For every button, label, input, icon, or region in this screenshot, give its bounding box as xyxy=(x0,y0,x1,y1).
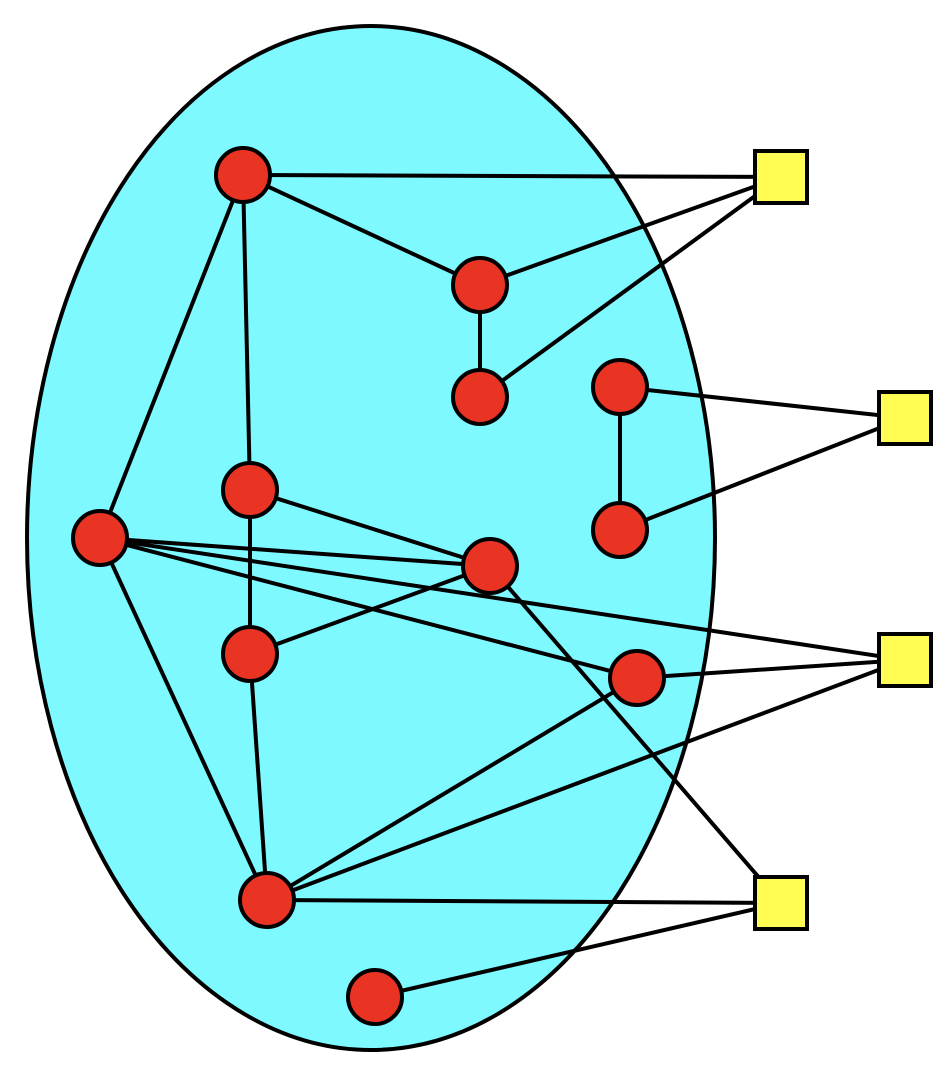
edge-c4-s2 xyxy=(618,385,907,420)
edge-c8-c11 xyxy=(248,652,269,902)
circle-node-c10 xyxy=(608,649,666,707)
circle-node-c7 xyxy=(461,537,519,595)
square-node-s1 xyxy=(753,149,809,205)
edge-c5-s2 xyxy=(618,416,907,532)
edge-c10-c11 xyxy=(265,676,639,902)
nodes-layer xyxy=(71,146,933,1026)
square-node-s4 xyxy=(753,875,809,931)
edge-c10-s3 xyxy=(635,658,907,680)
circle-node-c8 xyxy=(221,625,279,683)
circle-node-c9 xyxy=(71,509,129,567)
edge-c3-s1 xyxy=(478,175,783,399)
edge-c6-c7 xyxy=(248,488,492,568)
circle-node-c11 xyxy=(238,871,296,929)
edge-c1-c6 xyxy=(241,173,252,492)
circle-node-c3 xyxy=(451,368,509,426)
edge-c9-c11 xyxy=(98,536,269,902)
circle-node-c4 xyxy=(591,358,649,416)
circle-node-c2 xyxy=(451,256,509,314)
edge-c1-c2 xyxy=(241,173,482,287)
edge-c11-s4 xyxy=(265,898,783,905)
circle-node-c5 xyxy=(591,501,649,559)
edge-c9-c10 xyxy=(98,536,639,680)
edge-c7-c9 xyxy=(98,536,492,568)
edge-c11-s3 xyxy=(265,658,907,902)
circle-node-c1 xyxy=(214,146,272,204)
edge-c1-c9 xyxy=(98,173,245,540)
square-node-s2 xyxy=(877,390,933,446)
edge-c1-s1 xyxy=(241,173,783,179)
circle-node-c12 xyxy=(346,968,404,1026)
circle-node-c6 xyxy=(221,461,279,519)
edge-c12-s4 xyxy=(373,901,783,999)
square-node-s3 xyxy=(877,632,933,688)
edge-c2-s1 xyxy=(478,175,783,287)
edge-c9-s3 xyxy=(98,536,907,662)
edge-c7-s4 xyxy=(488,564,783,905)
